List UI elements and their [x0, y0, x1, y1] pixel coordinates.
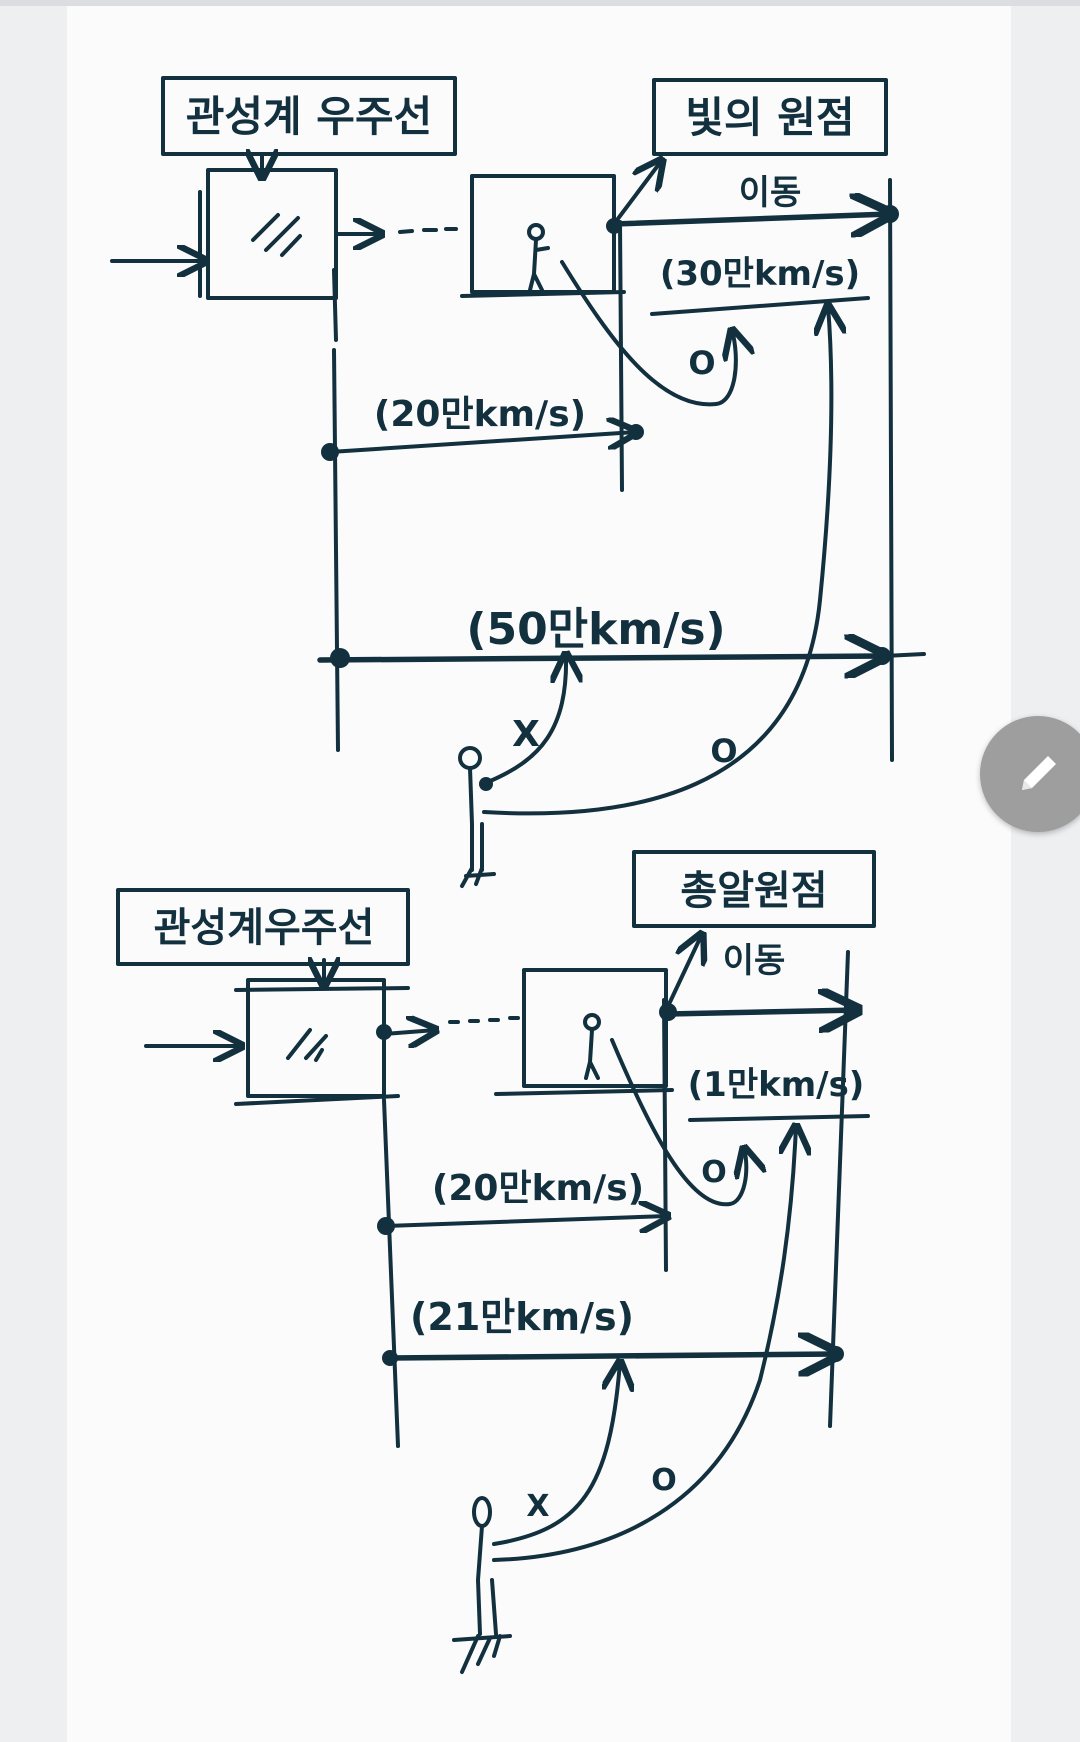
bottom-ship-floor — [494, 1088, 674, 1096]
bottom-total-end-dot — [828, 1346, 844, 1362]
bottom-move-label: 이동 — [723, 941, 786, 981]
top-speed-light-label: (30만km/s) — [660, 254, 860, 294]
bottom-observer-figure — [452, 1496, 512, 1674]
top-left-guide — [332, 268, 340, 752]
top-speed-light-underline — [650, 296, 870, 316]
edit-button[interactable] — [980, 716, 1080, 832]
top-mark-x: X — [512, 714, 540, 755]
bottom-ship-guide — [662, 998, 668, 1272]
top-frame-label: 관성계 우주선 — [186, 92, 432, 141]
top-frame-label-box — [161, 76, 457, 156]
bottom-dotted-path — [448, 1016, 520, 1024]
bottom-spaceship-box — [246, 978, 386, 1098]
bottom-window-strokes — [286, 1028, 328, 1062]
bottom-mark-o-2: O — [651, 1463, 677, 1498]
top-dotted-path — [398, 227, 458, 234]
top-check-curve — [560, 260, 736, 407]
top-total-arrow — [317, 656, 884, 660]
bottom-speed-bullet-underline — [688, 1114, 870, 1122]
top-ship-guide — [618, 220, 624, 492]
top-window-strokes — [251, 213, 302, 257]
top-wrong-path — [486, 654, 566, 784]
top-light-arrow — [611, 214, 890, 224]
top-mark-o-2: O — [710, 732, 737, 770]
top-speed-ship-label: (20만km/s) — [374, 394, 586, 435]
bottom-mark-o-1: O — [701, 1155, 727, 1190]
bottom-frame-label: 관성계우주선 — [154, 905, 375, 951]
top-total-start-dot — [330, 648, 350, 668]
top-origin-pointer — [615, 160, 662, 222]
bottom-diagram: 관성계우주선 총알원점 이동 (1만km/s) O — [116, 850, 876, 1674]
bottom-bullet-arrow — [665, 1010, 858, 1014]
top-speed-total-label: (50만km/s) — [466, 604, 725, 655]
bottom-frame-label-box — [116, 888, 410, 966]
bottom-speed-bullet-label: (1만km/s) — [688, 1065, 865, 1105]
top-observer-figure — [458, 746, 496, 888]
bottom-correct-path — [492, 1126, 796, 1562]
top-person-in-ship — [527, 223, 550, 292]
top-right-guide — [888, 178, 894, 762]
bottom-origin-pointer — [668, 934, 702, 1004]
bottom-wrong-path — [492, 1362, 620, 1546]
top-light-origin-label: 빛의 원점 — [685, 93, 854, 142]
top-diagram: 관성계 우주선 빛의 원점 이동 (30만km/s) O — [110, 76, 926, 888]
bottom-total-start-dot — [382, 1350, 398, 1366]
top-ship-speed-end-dot — [628, 424, 644, 440]
bottom-total-arrow — [387, 1354, 838, 1358]
bottom-bullet-origin-label: 총알원점 — [680, 868, 827, 914]
pencil-icon — [1022, 756, 1056, 790]
bottom-check-curve — [610, 1038, 746, 1207]
top-move-label: 이동 — [739, 173, 802, 213]
bottom-ship-speed-start-dot — [377, 1217, 395, 1235]
top-correct-path — [482, 306, 831, 816]
bottom-speed-ship-label: (20만km/s) — [432, 1168, 644, 1209]
bottom-left-guide — [382, 1098, 400, 1448]
bottom-ship-speed-arrow — [384, 1216, 668, 1226]
top-edge — [0, 0, 1080, 6]
bottom-spaceship-edges — [234, 986, 410, 1106]
bottom-person-in-ship — [583, 1013, 601, 1080]
top-ship-speed-arrow — [328, 432, 636, 454]
bottom-mark-x: X — [526, 1489, 549, 1524]
top-total-end-dot — [873, 647, 891, 665]
bottom-speed-total-label: (21만km/s) — [410, 1295, 634, 1339]
bottom-motion-arrow — [382, 1030, 436, 1034]
top-light-origin-box — [652, 78, 888, 156]
bottom-bullet-origin-box — [632, 850, 876, 928]
top-mark-o-1: O — [688, 344, 715, 382]
top-spaceship-box — [206, 168, 338, 300]
top-ship-floor — [460, 290, 626, 298]
